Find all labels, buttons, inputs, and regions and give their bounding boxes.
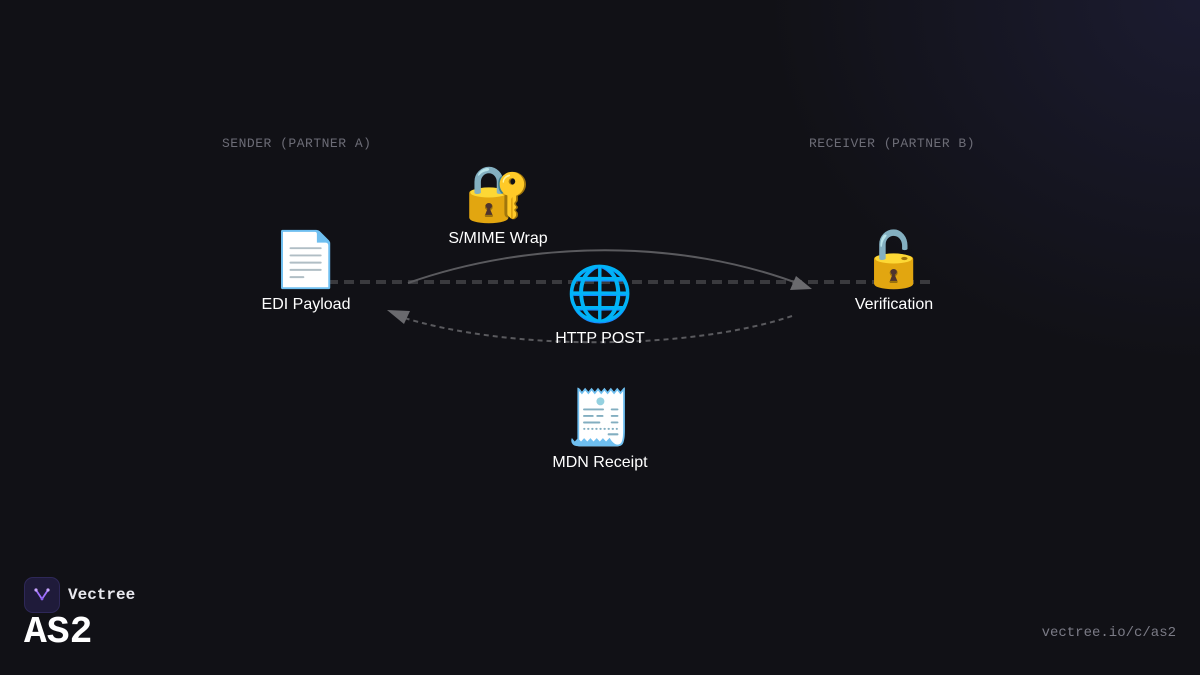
- mdn-receipt-label: MDN Receipt: [552, 454, 648, 471]
- forward-arrow-curve: [407, 249, 803, 286]
- lock-with-key-icon: 🔐: [464, 164, 532, 224]
- return-arrow-curve: [397, 315, 793, 344]
- verification-label: Verification: [854, 296, 934, 313]
- node-edi-payload: 📄 EDI Payload: [226, 230, 386, 314]
- globe-icon: 🌐: [566, 264, 634, 324]
- node-http-post: 🌐 HTTP POST: [520, 264, 680, 348]
- document-icon: 📄: [272, 230, 340, 290]
- brand-name: Vectree: [68, 586, 136, 604]
- page-title: AS2: [24, 611, 93, 654]
- node-verification: 🔓 Verification: [814, 230, 974, 314]
- smime-wrap-label: S/MIME Wrap: [448, 230, 548, 247]
- unlocked-padlock-icon: 🔓: [860, 230, 928, 290]
- vectree-logo-icon: [24, 577, 60, 613]
- brand: Vectree: [24, 577, 135, 613]
- return-arrow-head: [387, 310, 410, 324]
- forward-arrow-head: [790, 276, 812, 290]
- node-mdn-receipt: 🧾 MDN Receipt: [520, 388, 680, 472]
- edi-payload-label: EDI Payload: [261, 296, 351, 313]
- http-post-label: HTTP POST: [555, 330, 645, 347]
- source-url: vectree.io/c/as2: [1041, 625, 1176, 641]
- sender-lane-label: SENDER (PARTNER A): [222, 136, 372, 151]
- node-smime-wrap: 🔐 S/MIME Wrap: [418, 164, 578, 248]
- receipt-icon: 🧾: [566, 388, 634, 448]
- receiver-lane-label: RECEIVER (PARTNER B): [809, 136, 976, 151]
